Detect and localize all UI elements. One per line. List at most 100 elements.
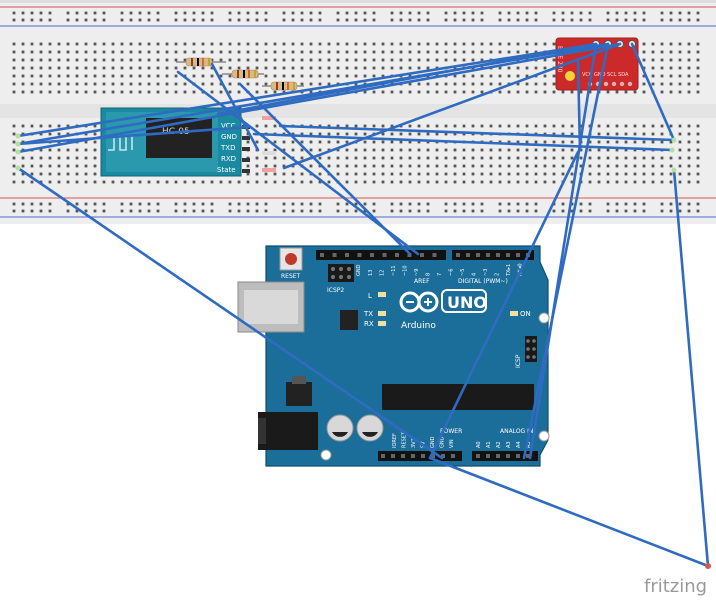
header-pin [401, 454, 405, 458]
breadboard-hole [444, 82, 448, 86]
breadboard-hole [507, 90, 511, 94]
power-pin-label: IOREF [392, 433, 398, 448]
breadboard-hole [462, 90, 466, 94]
breadboard-hole [273, 50, 277, 54]
breadboard-hole [543, 90, 547, 94]
breadboard-hole [30, 11, 34, 15]
breadboard-hole [57, 172, 61, 176]
breadboard-hole [120, 58, 124, 62]
breadboard-hole [687, 172, 691, 176]
breadboard-hole [471, 124, 475, 128]
breadboard-hole [246, 50, 250, 54]
breadboard-hole [156, 66, 160, 70]
breadboard-hole [381, 66, 385, 70]
breadboard-hole [525, 148, 529, 152]
arduino-board [265, 245, 549, 467]
breadboard-hole [228, 58, 232, 62]
breadboard-hole [291, 11, 295, 15]
breadboard-hole [327, 164, 331, 168]
breadboard-hole [102, 66, 106, 70]
breadboard-hole [30, 209, 34, 213]
breadboard-hole [219, 82, 223, 86]
header-pin [486, 454, 490, 458]
breadboard-hole [237, 18, 241, 22]
breadboard-hole [39, 124, 43, 128]
breadboard-hole [66, 124, 70, 128]
reset-button-cap[interactable] [285, 253, 297, 265]
breadboard-hole [84, 82, 88, 86]
breadboard-hole [264, 74, 268, 78]
hc05-header-pin [242, 158, 250, 162]
breadboard-hole [426, 90, 430, 94]
breadboard-hole [669, 50, 673, 54]
breadboard-hole [30, 180, 34, 184]
breadboard-hole [444, 202, 448, 206]
breadboard-hole [669, 140, 673, 144]
breadboard-hole [480, 164, 484, 168]
breadboard-hole [372, 11, 376, 15]
breadboard-hole [408, 58, 412, 62]
breadboard-hole [255, 124, 259, 128]
header-pin [332, 253, 337, 257]
breadboard-hole [390, 180, 394, 184]
breadboard-hole [516, 42, 520, 46]
breadboard-hole [75, 172, 79, 176]
breadboard-hole [309, 74, 313, 78]
breadboard-hole [462, 124, 466, 128]
hc05-pin-vcc: VCC [221, 122, 236, 130]
breadboard-hole [48, 18, 52, 22]
breadboard-hole [174, 66, 178, 70]
breadboard-hole [669, 180, 673, 184]
breadboard-hole [300, 180, 304, 184]
breadboard-hole [561, 164, 565, 168]
header-pin [506, 454, 510, 458]
breadboard-hole [615, 180, 619, 184]
breadboard-hole [48, 172, 52, 176]
header-pin [411, 454, 415, 458]
breadboard-hole [516, 50, 520, 54]
breadboard-hole [174, 90, 178, 94]
breadboard-hole [669, 124, 673, 128]
breadboard-hole [444, 58, 448, 62]
breadboard-hole [660, 124, 664, 128]
breadboard-hole [372, 74, 376, 78]
breadboard-hole [39, 172, 43, 176]
breadboard-hole [282, 74, 286, 78]
dc-jack-edge [258, 418, 266, 444]
breadboard-hole [372, 58, 376, 62]
breadboard-hole [498, 180, 502, 184]
breadboard-hole [66, 180, 70, 184]
breadboard-hole [21, 156, 25, 160]
breadboard-hole [210, 74, 214, 78]
breadboard-hole [534, 90, 538, 94]
breadboard-hole [660, 42, 664, 46]
power-pin-label: 3V3 [411, 438, 417, 448]
breadboard-hole [39, 74, 43, 78]
breadboard-hole [138, 50, 142, 54]
breadboard-hole [552, 82, 556, 86]
breadboard-hole [363, 148, 367, 152]
breadboard-hole [39, 156, 43, 160]
breadboard-hole [210, 90, 214, 94]
breadboard-hole [390, 124, 394, 128]
breadboard-hole [57, 132, 61, 136]
breadboard-hole [480, 58, 484, 62]
breadboard-hole [201, 11, 205, 15]
digital-pin-label: ~11 [391, 265, 397, 276]
breadboard-hole [336, 202, 340, 206]
breadboard-hole [156, 180, 160, 184]
breadboard-hole [399, 140, 403, 144]
breadboard-hole [543, 164, 547, 168]
breadboard-hole [462, 172, 466, 176]
breadboard-hole [363, 42, 367, 46]
breadboard-hole [678, 140, 682, 144]
breadboard-hole [255, 140, 259, 144]
breadboard-hole [651, 132, 655, 136]
breadboard-hole [552, 148, 556, 152]
breadboard-hole [111, 50, 115, 54]
breadboard-hole [444, 90, 448, 94]
breadboard-hole [129, 50, 133, 54]
breadboard-hole [111, 180, 115, 184]
breadboard-hole [606, 156, 610, 160]
breadboard-hole [300, 82, 304, 86]
